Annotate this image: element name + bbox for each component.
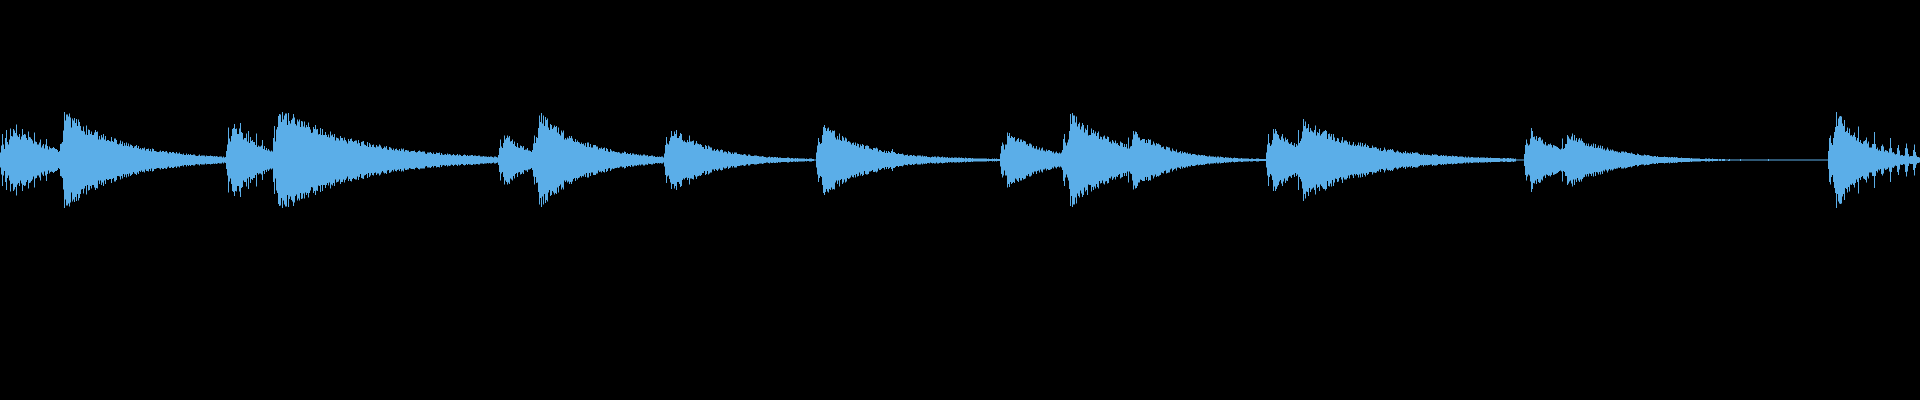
waveform-path (0, 112, 1920, 208)
waveform-samples (0, 112, 1920, 208)
